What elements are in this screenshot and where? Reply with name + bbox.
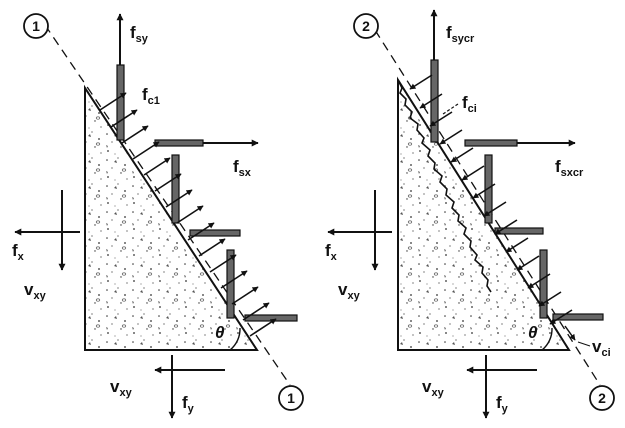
svg-text:2: 2 xyxy=(598,390,606,406)
theta-arc xyxy=(541,327,553,351)
concrete-element xyxy=(84,84,259,351)
theta-label: θ xyxy=(528,323,538,342)
section-marker-2-top: 2 xyxy=(353,13,379,39)
vxy-bottom-label: vxy xyxy=(422,377,445,399)
section-marker-1-top: 1 xyxy=(23,13,49,39)
theta-arc xyxy=(229,327,241,351)
fsycr-label: fsycr xyxy=(446,23,475,45)
vci-leader xyxy=(577,341,591,347)
svg-text:1: 1 xyxy=(287,390,295,406)
fci-leader xyxy=(442,103,459,115)
fx-label: fx xyxy=(12,241,25,263)
vxy-left-label: vxy xyxy=(338,280,361,302)
fy-label: fy xyxy=(182,393,195,415)
svg-text:1: 1 xyxy=(32,18,40,34)
theta-label: θ xyxy=(215,323,225,342)
interface-stress-arrows xyxy=(409,74,573,325)
left-panel: θ fsy fsx fc1 xyxy=(12,13,304,419)
fci-label: fci xyxy=(462,93,477,115)
section-marker-1-bottom: 1 xyxy=(278,385,304,411)
vci-arrow xyxy=(564,325,576,341)
fsxcr-label: fsxcr xyxy=(555,157,584,179)
crack-surface xyxy=(397,79,492,293)
fc1-label: fc1 xyxy=(142,85,160,107)
fy-label: fy xyxy=(496,393,509,415)
fsy-label: fsy xyxy=(130,23,149,45)
right-panel: θ fsycr fsxcr fci xyxy=(325,9,615,419)
vxy-left-label: vxy xyxy=(24,280,47,302)
fsx-label: fsx xyxy=(233,157,252,179)
section-marker-2-bottom: 2 xyxy=(589,385,615,411)
vxy-bottom-label: vxy xyxy=(110,377,133,399)
section-line-1 xyxy=(44,24,291,386)
vci-label: vci xyxy=(592,337,611,359)
diagonal-stress-arrows xyxy=(99,92,277,337)
fx-label: fx xyxy=(325,241,338,263)
svg-text:2: 2 xyxy=(362,18,370,34)
